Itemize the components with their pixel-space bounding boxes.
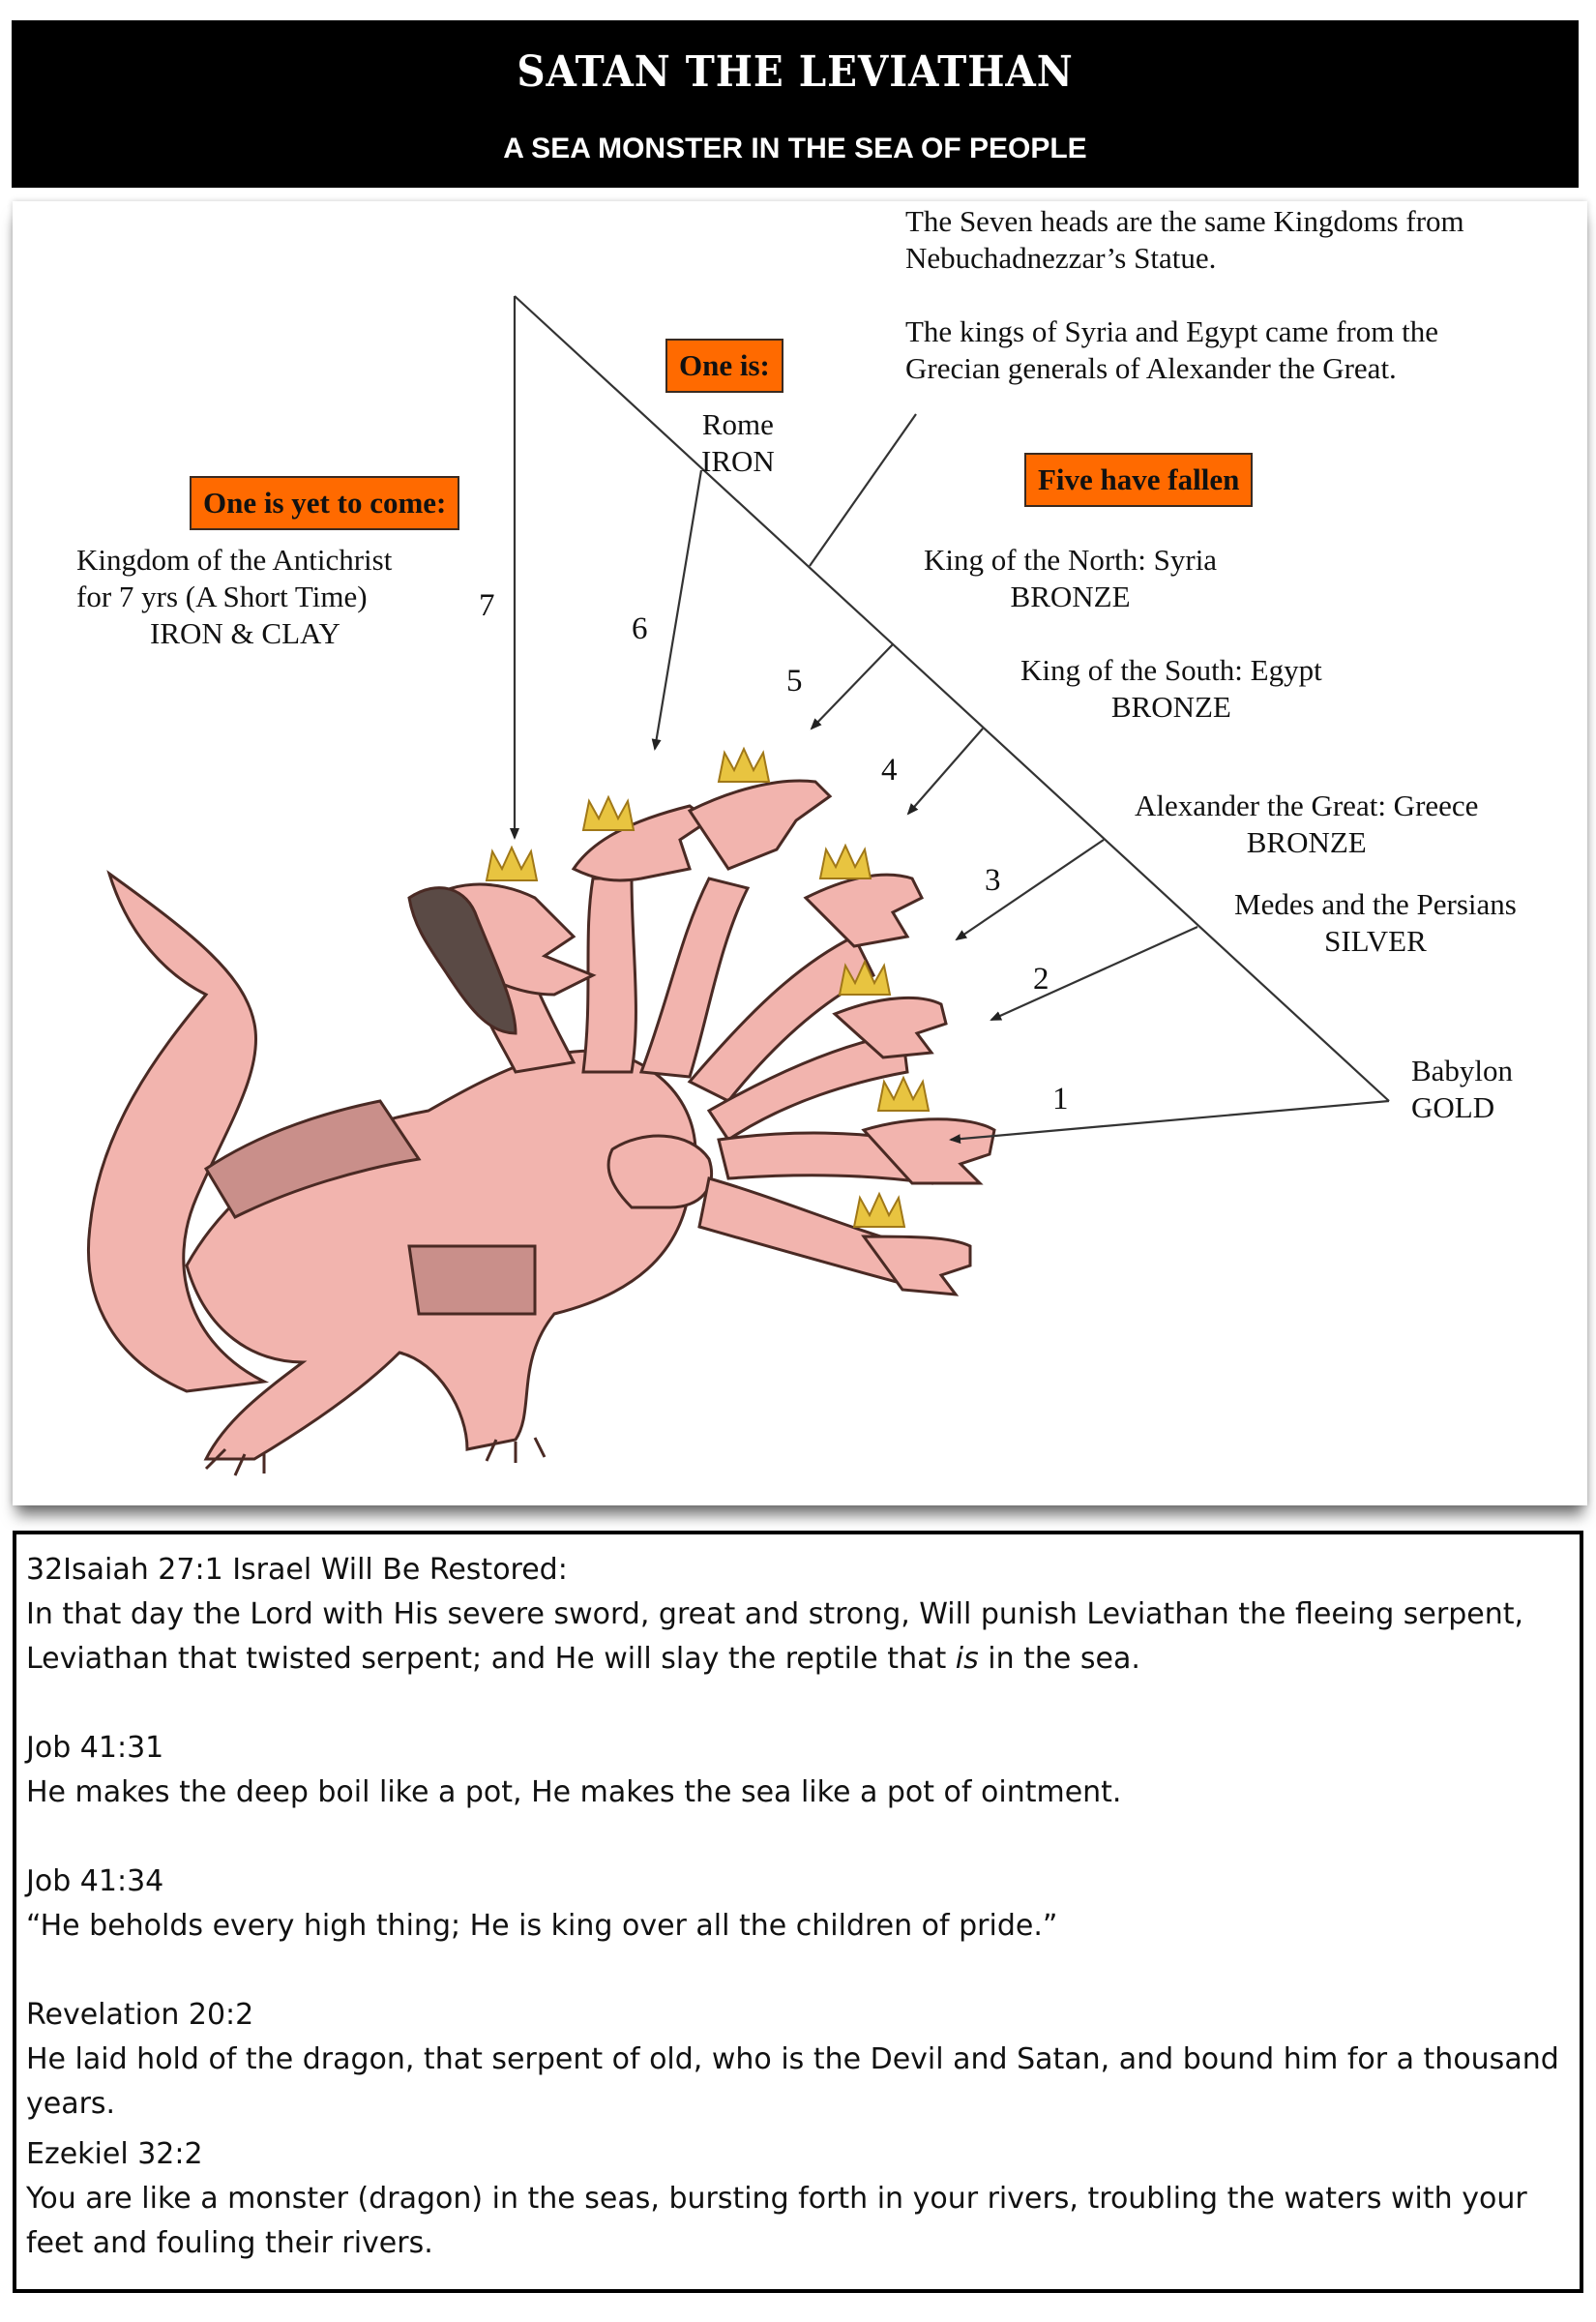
crown-icon (581, 794, 635, 831)
kingdom-syria: King of the North: Syria BRONZE (924, 542, 1217, 615)
head-number-5: 5 (786, 664, 803, 699)
verse-text: You are like a monster (dragon) in the s… (26, 2182, 1527, 2260)
label-five-have-fallen: Five have fallen (1024, 453, 1254, 507)
kingdom-metal: IRON (701, 444, 775, 478)
kingdom-name: Rome (701, 407, 774, 441)
kingdom-name: Babylon (1411, 1054, 1514, 1087)
verse-job-41-31: Job 41:31 He makes the deep boil like a … (26, 1726, 1570, 1815)
verse-text: He makes the deep boil like a pot, He ma… (26, 1775, 1122, 1809)
kingdom-metal: BRONZE (1246, 825, 1367, 859)
kingdom-name: for 7 yrs (A Short Time) (76, 580, 368, 613)
kingdom-egypt: King of the South: Egypt BRONZE (1020, 652, 1322, 726)
crown-icon (876, 1075, 931, 1112)
head-number-1: 1 (1052, 1082, 1069, 1116)
triangle-edge (514, 295, 1390, 1102)
kingdom-name: King of the North: Syria (924, 543, 1218, 577)
verse-ezekiel: Ezekiel 32:2 You are like a monster (dra… (26, 2132, 1570, 2266)
kingdom-medo-persia: Medes and the Persians SILVER (1234, 886, 1517, 960)
verse-text: He laid hold of the dragon, that serpent… (26, 2042, 1559, 2121)
dragon-head-2 (861, 1117, 996, 1185)
kingdom-rome: Rome IRON (701, 406, 775, 480)
verse-text-part: in the sea. (978, 1642, 1140, 1676)
verse-text: In that day the Lord with His severe swo… (26, 1593, 1570, 1682)
intro-text: The Seven heads are the same Kingdoms fr… (905, 203, 1464, 387)
kingdom-name: Medes and the Persians (1234, 887, 1517, 921)
diagram-panel: The Seven heads are the same Kingdoms fr… (13, 201, 1587, 1505)
dragon-head-4 (803, 873, 925, 948)
label-yet-to-come: One is yet to come: (190, 476, 460, 530)
annotation-lines (510, 295, 1390, 1145)
kingdom-name: Kingdom of the Antichrist (76, 543, 393, 577)
diagram-drawing (87, 295, 1390, 1476)
dragon-neck-3 (706, 1031, 909, 1143)
dragon-neck-4 (687, 934, 876, 1103)
verse-revelation: Revelation 20:2 He laid hold of the drag… (26, 1993, 1570, 2127)
crown-icon (852, 1191, 906, 1228)
head-number-4: 4 (881, 753, 898, 788)
arrow-head-4 (906, 728, 984, 816)
kingdom-greece: Alexander the Great: Greece BRONZE (1135, 788, 1478, 861)
kingdom-name: Alexander the Great: Greece (1135, 789, 1479, 822)
kingdom-babylon: Babylon GOLD (1411, 1053, 1513, 1126)
verse-reference: Job 41:34 (26, 1864, 164, 1898)
crown-icon (818, 843, 872, 879)
verse-reference: Revelation 20:2 (26, 1998, 254, 2032)
verse-job-41-34: Job 41:34 “He beholds every high thing; … (26, 1860, 1570, 1949)
intro-line: Grecian generals of Alexander the Great. (905, 351, 1397, 385)
verse-text: “He beholds every high thing; He is king… (26, 1909, 1058, 1943)
dragon-mane (407, 886, 517, 1035)
intro-line: Nebuchadnezzar’s Statue. (905, 241, 1217, 275)
verse-reference: 32Isaiah 27:1 Israel Will Be Restored: (26, 1553, 568, 1587)
arrow-head-5 (810, 643, 894, 730)
dragon-head-1 (861, 1235, 972, 1296)
kingdom-antichrist: Kingdom of the Antichrist for 7 yrs (A S… (76, 542, 392, 652)
head-number-3: 3 (985, 863, 1001, 898)
crown-icon (717, 746, 771, 783)
page-header: SATAN THE LEVIATHAN A SEA MONSTER IN THE… (12, 20, 1579, 188)
babylon-base-line (949, 1099, 1390, 1145)
verse-reference: Job 41:31 (26, 1731, 164, 1765)
crowns (485, 746, 931, 1228)
crown-icon (838, 959, 892, 996)
verse-isaiah: 32Isaiah 27:1 Israel Will Be Restored: I… (26, 1548, 1570, 1682)
scripture-box: 32Isaiah 27:1 Israel Will Be Restored: I… (13, 1531, 1583, 2293)
dragon-foreleg (606, 1134, 714, 1209)
verse-reference: Ezekiel 32:2 (26, 2137, 203, 2171)
arrow-head-6 (651, 469, 703, 751)
kingdom-metal: SILVER (1324, 924, 1427, 958)
verse-text-italic: is (955, 1642, 979, 1676)
crown-icon (485, 845, 539, 881)
dragon-neck-5 (638, 877, 751, 1079)
kingdom-metal: GOLD (1411, 1090, 1495, 1124)
dragon-tail (87, 870, 270, 1393)
dragon-illustration (87, 779, 996, 1476)
head-number-6: 6 (632, 611, 648, 646)
kingdom-metal: BRONZE (1010, 580, 1131, 613)
arrow-head-3 (955, 839, 1105, 941)
kingdom-name: King of the South: Egypt (1020, 653, 1322, 687)
verse-text-part: In that day the Lord with His severe swo… (26, 1597, 1524, 1676)
dragon-head-5 (687, 779, 833, 871)
arrow-head-2 (990, 925, 1198, 1022)
kingdom-metal: IRON & CLAY (150, 616, 340, 650)
dragon-head-3 (832, 997, 948, 1059)
page-title: SATAN THE LEVIATHAN (517, 47, 1074, 97)
kingdom-metal: BRONZE (1110, 690, 1231, 724)
head-number-2: 2 (1033, 962, 1049, 997)
page-subtitle: A SEA MONSTER IN THE SEA OF PEOPLE (503, 133, 1087, 164)
intro-line: The kings of Syria and Egypt came from t… (905, 314, 1438, 348)
head-number-7: 7 (479, 588, 495, 623)
intro-line: The Seven heads are the same Kingdoms fr… (905, 204, 1464, 238)
label-one-is: One is: (665, 339, 783, 393)
intro-pointer-line (809, 413, 917, 567)
